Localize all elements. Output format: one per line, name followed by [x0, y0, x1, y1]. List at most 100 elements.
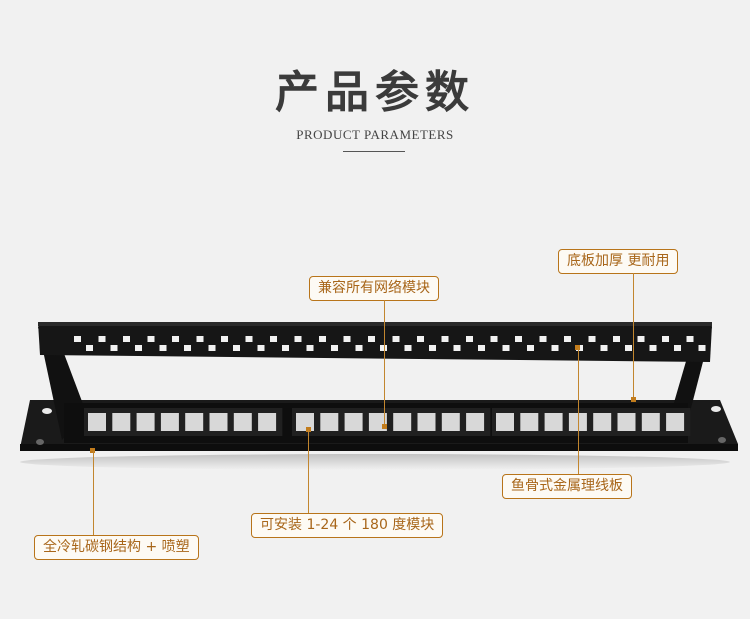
- keystone-port: [496, 413, 514, 431]
- cable-slot: [515, 336, 522, 342]
- keystone-port: [593, 413, 612, 431]
- marker-installable-modules: [306, 427, 311, 432]
- cable-slot: [453, 345, 461, 351]
- cable-slot: [319, 336, 326, 342]
- keystone-port: [296, 413, 314, 431]
- marker-steel-structure: [90, 448, 95, 453]
- cable-slot: [429, 345, 436, 351]
- cable-manager-top-edge: [38, 322, 712, 326]
- keystone-port: [136, 413, 155, 431]
- keystone-port: [320, 413, 339, 431]
- cable-slot: [196, 336, 204, 342]
- cable-slot: [135, 345, 142, 351]
- keystone-port: [544, 413, 563, 431]
- leader-steel-structure: [93, 451, 94, 535]
- cable-slot: [74, 336, 81, 342]
- keystone-port: [393, 413, 412, 431]
- rack-hole-left-lower: [36, 439, 44, 445]
- marker-fishbone-manager: [575, 345, 580, 350]
- leader-installable-modules: [308, 430, 309, 513]
- page-title: 产品参数: [275, 67, 475, 118]
- cable-slot: [686, 336, 694, 342]
- cable-slot: [380, 345, 387, 351]
- cable-slot: [98, 336, 106, 342]
- cable-slot: [564, 336, 571, 342]
- cable-slot: [233, 345, 240, 351]
- cable-slot: [159, 345, 167, 351]
- callout-installable-modules: 可安装 1-24 个 180 度模块: [251, 513, 444, 538]
- cable-slot: [208, 345, 216, 351]
- cable-slot: [417, 336, 424, 342]
- cable-slot: [392, 336, 400, 342]
- leader-compatible-modules: [384, 300, 385, 426]
- cable-slot: [282, 345, 289, 351]
- cable-slot: [502, 345, 510, 351]
- cable-slot: [245, 336, 253, 342]
- keystone-port: [209, 413, 228, 431]
- cable-slot: [270, 336, 277, 342]
- cable-slot: [478, 345, 485, 351]
- cable-slot: [527, 345, 534, 351]
- keystone-port: [344, 413, 363, 431]
- callout-thicker-base: 底板加厚 更耐用: [558, 249, 679, 274]
- cable-slot: [123, 336, 130, 342]
- cable-slot: [147, 336, 155, 342]
- cable-slot: [184, 345, 191, 351]
- keystone-port: [88, 413, 106, 431]
- keystone-port: [185, 413, 204, 431]
- keystone-port: [160, 413, 179, 431]
- cable-slot: [698, 345, 706, 351]
- cable-slot: [343, 336, 351, 342]
- callout-fishbone-manager: 鱼骨式金属理线板: [502, 474, 632, 499]
- keystone-port: [666, 413, 685, 431]
- leader-fishbone-manager: [578, 348, 579, 474]
- cable-slot: [637, 336, 645, 342]
- cable-slot: [110, 345, 118, 351]
- cable-slot: [257, 345, 265, 351]
- callout-compatible-modules: 兼容所有网络模块: [309, 276, 439, 301]
- panel-shadow: [20, 454, 730, 470]
- callout-steel-structure: 全冷轧碳钢结构 + 喷塑: [34, 535, 199, 560]
- keystone-port: [520, 413, 539, 431]
- cable-slot: [441, 336, 449, 342]
- cable-slot: [355, 345, 363, 351]
- cable-slot: [490, 336, 498, 342]
- cable-slot: [613, 336, 620, 342]
- cable-slot: [662, 336, 669, 342]
- keystone-port: [617, 413, 636, 431]
- keystone-port: [641, 413, 660, 431]
- cable-slot: [221, 336, 228, 342]
- rack-hole-left: [42, 408, 52, 414]
- cable-slot: [306, 345, 314, 351]
- leader-thicker-base: [633, 273, 634, 399]
- cable-slot: [674, 345, 681, 351]
- port-row: [84, 408, 691, 436]
- marker-compatible-modules: [382, 424, 387, 429]
- cable-slot: [404, 345, 412, 351]
- cable-slot: [172, 336, 179, 342]
- keystone-port: [258, 413, 277, 431]
- marker-thicker-base: [631, 397, 636, 402]
- cable-slot: [539, 336, 547, 342]
- rack-hole-right: [711, 406, 721, 412]
- cable-slot: [588, 336, 596, 342]
- cable-slot: [331, 345, 338, 351]
- base-edge: [20, 444, 738, 451]
- page-subtitle: PRODUCT PARAMETERS: [296, 127, 454, 142]
- keystone-port: [441, 413, 460, 431]
- cable-slot: [86, 345, 93, 351]
- title-divider: [343, 151, 405, 152]
- cable-slot: [551, 345, 559, 351]
- rack-hole-right-lower: [718, 437, 726, 443]
- cable-slot: [600, 345, 608, 351]
- keystone-port: [112, 413, 131, 431]
- keystone-port: [568, 413, 587, 431]
- cable-slot: [625, 345, 632, 351]
- fishbone-slots: [74, 336, 706, 351]
- cable-slot: [466, 336, 473, 342]
- cable-slot: [368, 336, 375, 342]
- keystone-port: [466, 413, 485, 431]
- keystone-port: [417, 413, 436, 431]
- cable-slot: [649, 345, 657, 351]
